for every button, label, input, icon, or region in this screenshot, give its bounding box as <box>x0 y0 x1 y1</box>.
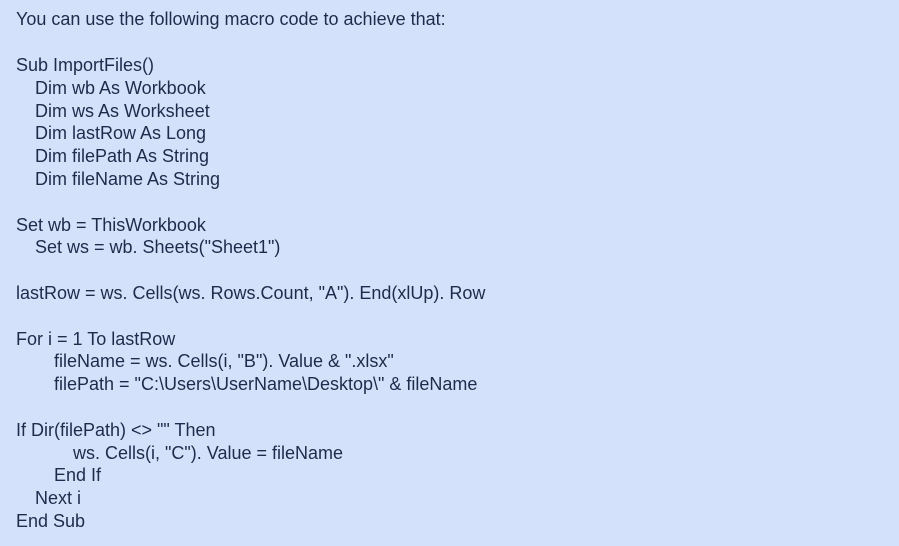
code-line: Dim wb As Workbook <box>35 77 206 98</box>
blank-line <box>16 396 883 419</box>
code-line: Dim filePath As String <box>35 146 210 167</box>
code-line: Dim ws As Worksheet <box>35 100 210 121</box>
code-line: ws. Cells(i, "C"). Value = fileName <box>73 442 344 463</box>
blank-line <box>16 305 883 328</box>
code-line: fileName = ws. Cells(i, "B"). Value & ".… <box>54 351 394 372</box>
code-line: Set ws = wb. Sheets("Sheet1") <box>35 237 281 258</box>
code-line: If Dir(filePath) <> "" Then <box>16 419 216 440</box>
blank-line <box>16 191 883 214</box>
code-line: Dim fileName As String <box>35 168 221 189</box>
code-line: Next i <box>35 488 82 509</box>
code-line: Dim lastRow As Long <box>35 123 207 144</box>
code-line: End If <box>54 465 102 486</box>
code-line: Sub ImportFiles() <box>16 55 155 75</box>
code-line: End Sub <box>16 510 86 531</box>
code-line: lastRow = ws. Cells(ws. Rows.Count, "A")… <box>16 282 486 303</box>
blank-line <box>16 259 883 282</box>
intro-text: You can use the following macro code to … <box>16 9 446 29</box>
code-line: filePath = "C:\Users\UserName\Desktop\" … <box>54 374 478 395</box>
code-line: Set wb = ThisWorkbook <box>16 214 206 235</box>
code-line: For i = 1 To lastRow <box>16 328 176 349</box>
